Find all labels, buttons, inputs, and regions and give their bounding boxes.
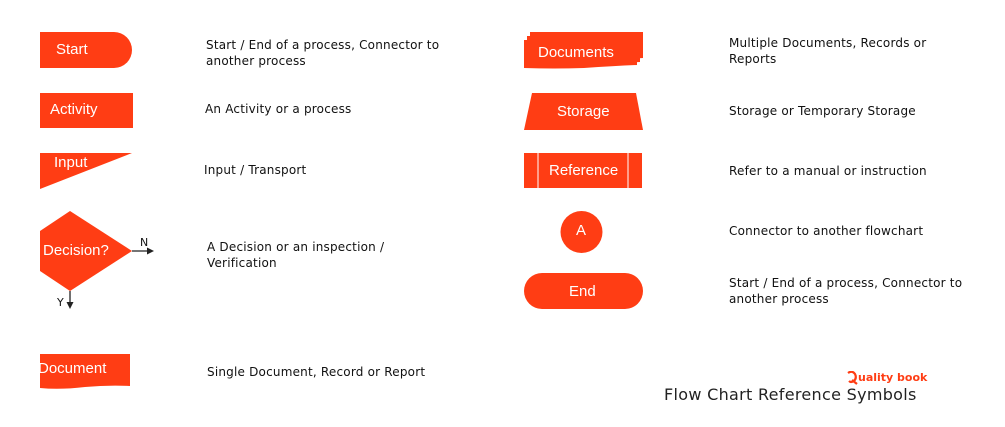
end-label: End bbox=[569, 283, 596, 300]
storage-shape bbox=[524, 93, 643, 130]
start-description: Start / End of a process, Connector to a… bbox=[206, 38, 440, 68]
input-label: Input bbox=[54, 154, 88, 171]
end-symbol: End bbox=[524, 273, 643, 309]
reference-symbol: Reference bbox=[524, 153, 642, 188]
activity-description: An Activity or a process bbox=[205, 102, 352, 116]
decision-yes-label: Y bbox=[57, 296, 64, 309]
storage-symbol: Storage bbox=[524, 93, 644, 130]
decision-description: A Decision or an inspection / Verificati… bbox=[207, 240, 385, 270]
brand-logo-mark bbox=[846, 370, 858, 385]
q-logo-icon bbox=[847, 370, 858, 385]
storage-label: Storage bbox=[557, 103, 610, 120]
end-description: Start / End of a process, Connector to a… bbox=[729, 276, 963, 306]
document-label: Document bbox=[38, 360, 107, 377]
diagram-title: Flow Chart Reference Symbols bbox=[664, 385, 917, 404]
brand-name: uality book bbox=[858, 371, 928, 384]
connector-symbol: A bbox=[560, 211, 603, 253]
document-description: Single Document, Record or Report bbox=[207, 365, 426, 379]
terminator-shape bbox=[40, 32, 132, 68]
start-symbol: Start bbox=[40, 32, 132, 68]
input-symbol: Input bbox=[40, 153, 132, 189]
documents-description: Multiple Documents, Records or Reports bbox=[729, 36, 927, 66]
decision-shape bbox=[40, 211, 154, 309]
reference-label: Reference bbox=[549, 162, 619, 179]
start-label: Start bbox=[56, 41, 88, 58]
multi-document-shape bbox=[524, 32, 643, 69]
document-symbol: Document bbox=[38, 354, 130, 390]
storage-description: Storage or Temporary Storage bbox=[729, 104, 916, 118]
activity-label: Activity bbox=[50, 101, 98, 118]
input-shape bbox=[40, 153, 132, 189]
reference-description: Refer to a manual or instruction bbox=[729, 164, 927, 178]
documents-symbol: Documents bbox=[524, 32, 644, 70]
connector-label: A bbox=[576, 222, 587, 239]
activity-symbol: Activity bbox=[40, 93, 133, 128]
decision-label: Decision? bbox=[43, 242, 109, 259]
input-description: Input / Transport bbox=[204, 163, 307, 177]
reference-shape bbox=[524, 153, 642, 188]
end-terminator-shape bbox=[524, 273, 643, 309]
decision-symbol: Decision? bbox=[40, 211, 160, 311]
process-shape bbox=[40, 93, 133, 128]
document-shape bbox=[40, 354, 130, 389]
connector-shape bbox=[560, 211, 603, 253]
connector-description: Connector to another flowchart bbox=[729, 224, 924, 238]
decision-no-label: N bbox=[140, 236, 149, 249]
documents-label: Documents bbox=[538, 44, 614, 61]
